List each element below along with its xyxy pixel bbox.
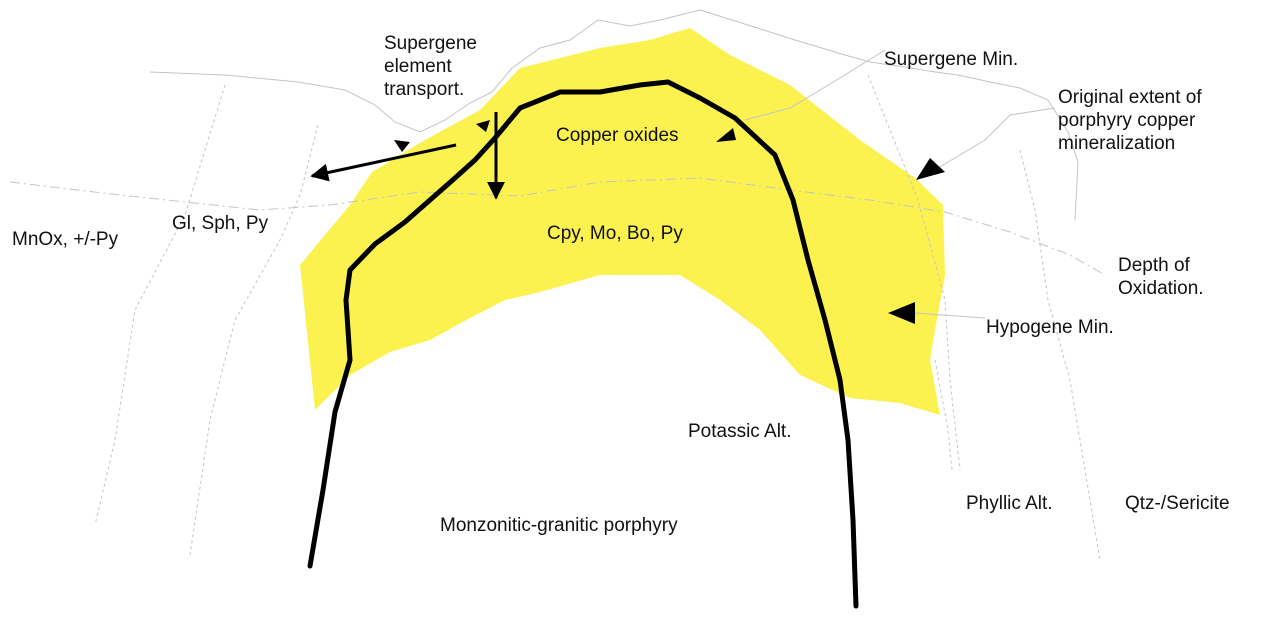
label-cpy-mo-bo-py: Cpy, Mo, Bo, Py: [547, 222, 683, 245]
transport-pointer-head-left: [394, 140, 410, 152]
label-qtz-sericite: Qtz-/Sericite: [1125, 492, 1230, 515]
label-copper-oxides: Copper oxides: [556, 124, 679, 147]
label-potassic-alt: Potassic Alt.: [688, 420, 792, 443]
label-gl-sph-py: Gl, Sph, Py: [172, 212, 268, 235]
original-extent-pointer-head: [916, 158, 945, 180]
label-original-extent: Original extent of porphyry copper miner…: [1058, 86, 1202, 155]
label-monzonitic-porphyry: Monzonitic-granitic porphyry: [440, 514, 678, 537]
label-mnox-py: MnOx, +/-Py: [12, 228, 118, 251]
label-supergene-min: Supergene Min.: [884, 48, 1018, 71]
alteration-boundary-1: [95, 85, 225, 525]
label-depth-of-oxidation: Depth of Oxidation.: [1118, 254, 1204, 300]
alteration-boundary-2: [190, 125, 318, 555]
label-hypogene-min: Hypogene Min.: [986, 316, 1114, 339]
original-extent-leader-line: [938, 108, 1055, 168]
label-phyllic-alt: Phyllic Alt.: [966, 492, 1053, 515]
label-supergene-element-transport: Supergene element transport.: [384, 32, 477, 101]
